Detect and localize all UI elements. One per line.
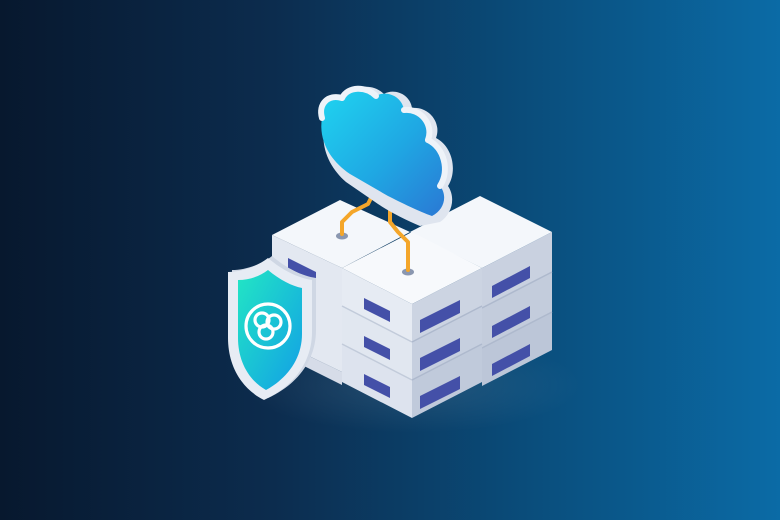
vent (364, 374, 390, 398)
vent (420, 376, 460, 409)
vent (492, 266, 530, 298)
vent (492, 306, 530, 338)
security-emblem-icon (244, 302, 292, 350)
server-stack (272, 196, 553, 418)
vent (420, 300, 460, 333)
vent (364, 336, 390, 360)
vent (364, 298, 390, 322)
vent (492, 344, 530, 376)
vent (420, 338, 460, 371)
cloud-icon (318, 85, 453, 226)
vent (288, 258, 316, 282)
server-column-front (341, 232, 483, 418)
shield-icon (228, 256, 316, 400)
